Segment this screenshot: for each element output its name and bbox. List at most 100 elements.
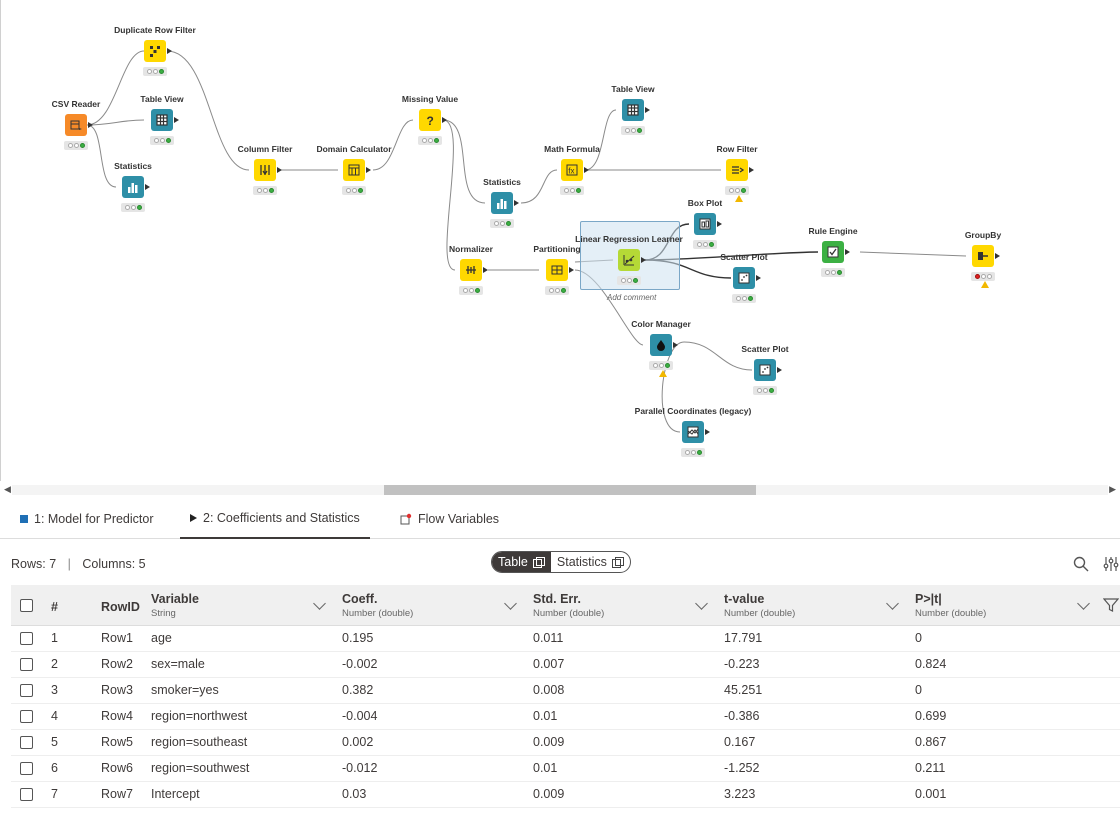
search-icon[interactable] <box>1073 556 1089 572</box>
row-checkbox[interactable] <box>20 632 33 645</box>
domain-calculator-icon[interactable] <box>343 159 365 181</box>
column-header-coeff[interactable]: Coeff. Number (double) <box>342 592 414 619</box>
node-label[interactable]: Math Formula <box>544 144 600 154</box>
normalizer-icon[interactable] <box>460 259 482 281</box>
output-port[interactable] <box>483 267 488 273</box>
output-port[interactable] <box>717 221 722 227</box>
node-label[interactable]: Box Plot <box>687 198 723 208</box>
row-checkbox[interactable] <box>20 736 33 749</box>
output-port[interactable] <box>673 342 678 348</box>
table-icon[interactable] <box>622 99 644 121</box>
regression-icon[interactable] <box>618 249 640 271</box>
node-label[interactable]: Table View <box>611 84 655 94</box>
color-manager-icon[interactable] <box>650 334 672 356</box>
row-checkbox[interactable] <box>20 684 33 697</box>
node-label[interactable]: CSV Reader <box>51 99 101 109</box>
node-label[interactable]: Normalizer <box>449 244 493 254</box>
chevron-down-icon[interactable] <box>1077 597 1090 610</box>
output-port[interactable] <box>756 275 761 281</box>
add-comment-label[interactable]: Add comment <box>607 293 657 302</box>
output-port[interactable] <box>641 257 646 263</box>
column-header-std-err[interactable]: Std. Err. Number (double) <box>533 592 605 619</box>
node-label[interactable]: Parallel Coordinates (legacy) <box>634 406 752 416</box>
node-label[interactable]: GroupBy <box>964 230 1002 240</box>
output-port[interactable] <box>777 367 782 373</box>
node-label[interactable]: Linear Regression Learner <box>575 234 683 244</box>
settings-sliders-icon[interactable] <box>1103 556 1119 572</box>
node-label[interactable]: Statistics <box>114 161 152 171</box>
output-port[interactable] <box>88 122 93 128</box>
scroll-right-icon[interactable]: ▶ <box>1109 484 1116 494</box>
scroll-left-icon[interactable]: ◀ <box>4 484 11 494</box>
node-label[interactable]: Table View <box>140 94 184 104</box>
output-port[interactable] <box>145 184 150 190</box>
node-label[interactable]: Row Filter <box>716 144 758 154</box>
node-label[interactable]: Scatter Plot <box>741 344 789 354</box>
chevron-down-icon[interactable] <box>886 597 899 610</box>
output-port[interactable] <box>569 267 574 273</box>
statistics-toggle-button[interactable]: Statistics <box>551 552 630 572</box>
scatter-icon[interactable] <box>733 267 755 289</box>
filter-icon[interactable] <box>1103 597 1119 613</box>
table-toggle-button[interactable]: Table <box>492 552 551 572</box>
row-checkbox[interactable] <box>20 762 33 775</box>
node-label[interactable]: Duplicate Row Filter <box>114 25 196 35</box>
column-header-p-value[interactable]: P>|t| Number (double) <box>915 592 987 619</box>
output-port[interactable] <box>167 48 172 54</box>
csv-reader-icon[interactable] <box>65 114 87 136</box>
scroll-thumb[interactable] <box>384 485 756 495</box>
horizontal-scrollbar[interactable]: ◀ ▶ <box>0 481 1120 499</box>
box-plot-icon[interactable] <box>694 213 716 235</box>
output-port[interactable] <box>277 167 282 173</box>
row-checkbox[interactable] <box>20 658 33 671</box>
node-label[interactable]: Partitioning <box>533 244 581 254</box>
scatter-icon[interactable] <box>754 359 776 381</box>
parallel-coordinates-icon[interactable] <box>682 421 704 443</box>
table-icon[interactable] <box>151 109 173 131</box>
output-port[interactable] <box>366 167 371 173</box>
chevron-down-icon[interactable] <box>695 597 708 610</box>
row-checkbox[interactable] <box>20 710 33 723</box>
tab-coefficients-and-statistics[interactable]: 2: Coefficients and Statistics <box>180 499 370 539</box>
output-port[interactable] <box>845 249 850 255</box>
node-label[interactable]: Rule Engine <box>808 226 858 236</box>
column-filter-icon[interactable] <box>254 159 276 181</box>
select-all-checkbox[interactable] <box>20 599 33 612</box>
output-port[interactable] <box>174 117 179 123</box>
statistics-icon[interactable] <box>122 176 144 198</box>
tab-model-for-predictor[interactable]: 1: Model for Predictor <box>20 499 154 539</box>
output-port[interactable] <box>705 429 710 435</box>
output-port[interactable] <box>749 167 754 173</box>
groupby-icon[interactable] <box>972 245 994 267</box>
column-header-variable[interactable]: Variable String <box>151 592 199 619</box>
output-port[interactable] <box>514 200 519 206</box>
node-label[interactable]: Missing Value <box>401 94 459 104</box>
node-label[interactable]: Column Filter <box>237 144 293 154</box>
column-header-t-value[interactable]: t-value Number (double) <box>724 592 796 619</box>
row-filter-icon[interactable] <box>726 159 748 181</box>
output-port[interactable] <box>645 107 650 113</box>
chevron-down-icon[interactable] <box>504 597 517 610</box>
node-label[interactable]: Color Manager <box>631 319 691 329</box>
node-label[interactable]: Domain Calculator <box>316 144 392 154</box>
tab-flow-variables[interactable]: Flow Variables <box>400 499 499 539</box>
missing-value-icon[interactable]: ? <box>419 109 441 131</box>
partitioning-icon[interactable] <box>546 259 568 281</box>
row-checkbox[interactable] <box>20 788 33 801</box>
node-label[interactable]: Scatter Plot <box>720 252 768 262</box>
node-label[interactable]: Statistics <box>483 177 521 187</box>
chevron-down-icon[interactable] <box>313 597 326 610</box>
duplicate-filter-icon[interactable] <box>144 40 166 62</box>
rule-engine-icon[interactable] <box>822 241 844 263</box>
statistics-icon[interactable] <box>491 192 513 214</box>
math-formula-icon[interactable]: fx <box>561 159 583 181</box>
output-port[interactable] <box>584 167 589 173</box>
output-port[interactable] <box>995 253 1000 259</box>
